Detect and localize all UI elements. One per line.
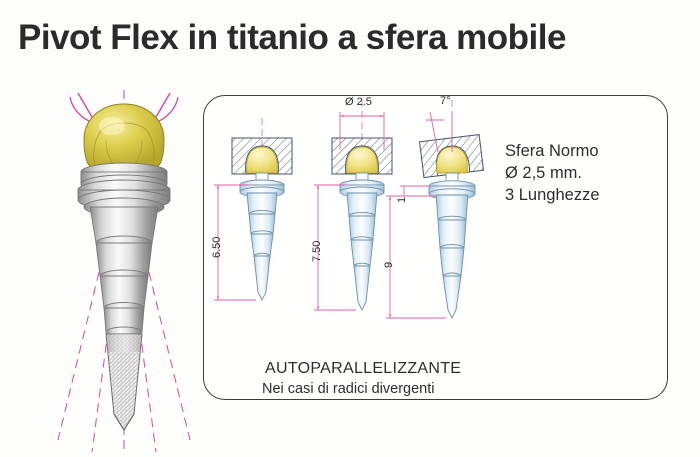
ribbed-titanium-collar	[77, 162, 171, 217]
dimension-label-diameter: Ø 2.5	[345, 96, 372, 108]
spec-line-3: 3 Lunghezze	[505, 186, 600, 204]
post-medium	[339, 172, 385, 312]
dimension-label-collar: 1	[396, 196, 408, 203]
dimension-label-length-1: 6.50	[211, 236, 223, 258]
sandblasted-tapered-tip	[105, 333, 143, 431]
dimension-label-length-2: 7.50	[311, 240, 323, 262]
spec-text-block: Sfera Normo Ø 2,5 mm. 3 Lunghezze	[505, 140, 600, 206]
dimension-label-length-3: 9	[383, 261, 395, 268]
stepped-post	[89, 206, 159, 338]
gold-ball-head	[83, 103, 165, 169]
variant-short	[214, 118, 293, 302]
post-long	[428, 172, 476, 320]
spec-line-2: Ø 2,5 mm.	[505, 164, 583, 182]
dimension-angle	[426, 111, 453, 153]
dimension-6-50	[214, 184, 256, 301]
pivot-flex-large-drawing	[57, 90, 191, 453]
dimension-diameter	[339, 112, 385, 150]
caption-subtitle: Nei casi di radici divergenti	[262, 381, 435, 397]
dimension-9	[386, 195, 446, 319]
dimension-label-angle: 7°	[440, 95, 451, 107]
page-title: Pivot Flex in titanio a sfera mobile	[18, 18, 566, 57]
caption-autoparallelizzante: AUTOPARALLELIZZANTE	[265, 360, 462, 377]
ball-head-medium	[346, 146, 378, 174]
dimension-7-50	[314, 184, 356, 311]
dimension-collar-1	[400, 185, 432, 197]
variant-long	[386, 100, 485, 320]
spec-line-1: Sfera Normo	[505, 142, 599, 160]
variant-medium	[314, 100, 393, 312]
post-short	[239, 172, 285, 302]
ball-head-short	[246, 146, 278, 174]
